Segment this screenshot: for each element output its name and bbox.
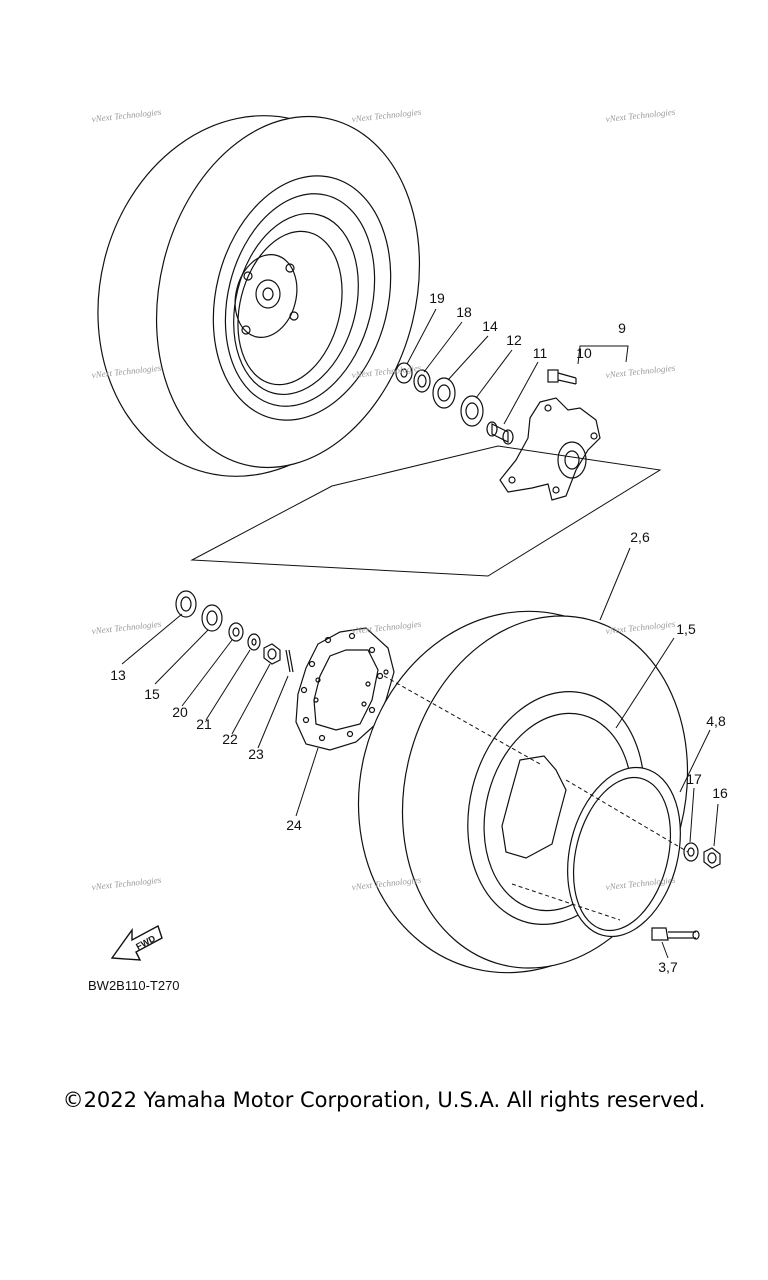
bearing-12 [460, 395, 484, 427]
label-part-11: 11 [533, 345, 548, 361]
link-frame [190, 445, 662, 577]
bolt-10 [547, 369, 577, 385]
leader-lines [121, 308, 719, 959]
bearing-14 [432, 377, 456, 409]
bearing-13 [175, 590, 197, 618]
watermark-text: vNext Technologies [351, 107, 422, 124]
copyright-notice: ©2022 Yamaha Motor Corporation, U.S.A. A… [62, 1088, 706, 1112]
label-part-21: 21 [196, 716, 212, 732]
watermark-text: vNext Technologies [605, 363, 676, 380]
label-part-2-6: 2,6 [630, 529, 650, 545]
label-part-3-7: 3,7 [658, 959, 678, 975]
collar-20 [228, 622, 244, 642]
label-part-9: 9 [618, 320, 626, 336]
upper-tire [97, 115, 421, 477]
watermark-text: vNext Technologies [351, 619, 422, 636]
label-part-16: 16 [712, 785, 728, 801]
fwd-arrow-icon: FWD [110, 924, 163, 961]
bracket-9 [577, 345, 629, 365]
washer-19 [395, 362, 413, 384]
spacer-11 [486, 421, 514, 445]
label-part-10: 10 [576, 345, 592, 361]
label-part-24: 24 [286, 817, 302, 833]
wheel-rim-4-8 [567, 766, 681, 938]
washer-21 [247, 633, 261, 651]
label-part-22: 22 [222, 731, 238, 747]
alignment-lines [383, 675, 689, 921]
label-part-12: 12 [506, 332, 522, 348]
label-part-13: 13 [110, 667, 126, 683]
label-part-15: 15 [144, 686, 160, 702]
label-part-18: 18 [456, 304, 472, 320]
part-labels: 9 10 11 12 14 18 19 2,6 1,5 4,8 17 16 3,… [110, 290, 728, 975]
washer-17 [683, 842, 699, 862]
diagram-code: BW2B110-T270 [88, 978, 180, 993]
watermark-text: vNext Technologies [91, 619, 162, 636]
label-part-19: 19 [429, 290, 445, 306]
watermark-text: vNext Technologies [91, 875, 162, 892]
nut-16 [703, 847, 721, 869]
hub-9 [499, 397, 601, 501]
watermark-text: vNext Technologies [605, 619, 676, 636]
valve-3-7 [651, 927, 700, 941]
cotter-pin-23 [285, 649, 294, 673]
label-part-1-5: 1,5 [676, 621, 696, 637]
lower-wheel-center [501, 755, 567, 859]
watermark-text: vNext Technologies [605, 107, 676, 124]
label-part-17: 17 [686, 771, 702, 787]
oil-seal-18 [413, 369, 431, 393]
brake-disc-24 [295, 627, 395, 751]
label-part-20: 20 [172, 704, 188, 720]
label-part-4-8: 4,8 [706, 713, 726, 729]
upper-hub [234, 254, 299, 338]
label-part-14: 14 [482, 318, 498, 334]
nut-22 [263, 643, 281, 665]
bearing-15 [201, 604, 223, 632]
watermark-text: vNext Technologies [91, 107, 162, 124]
label-part-23: 23 [248, 746, 264, 762]
